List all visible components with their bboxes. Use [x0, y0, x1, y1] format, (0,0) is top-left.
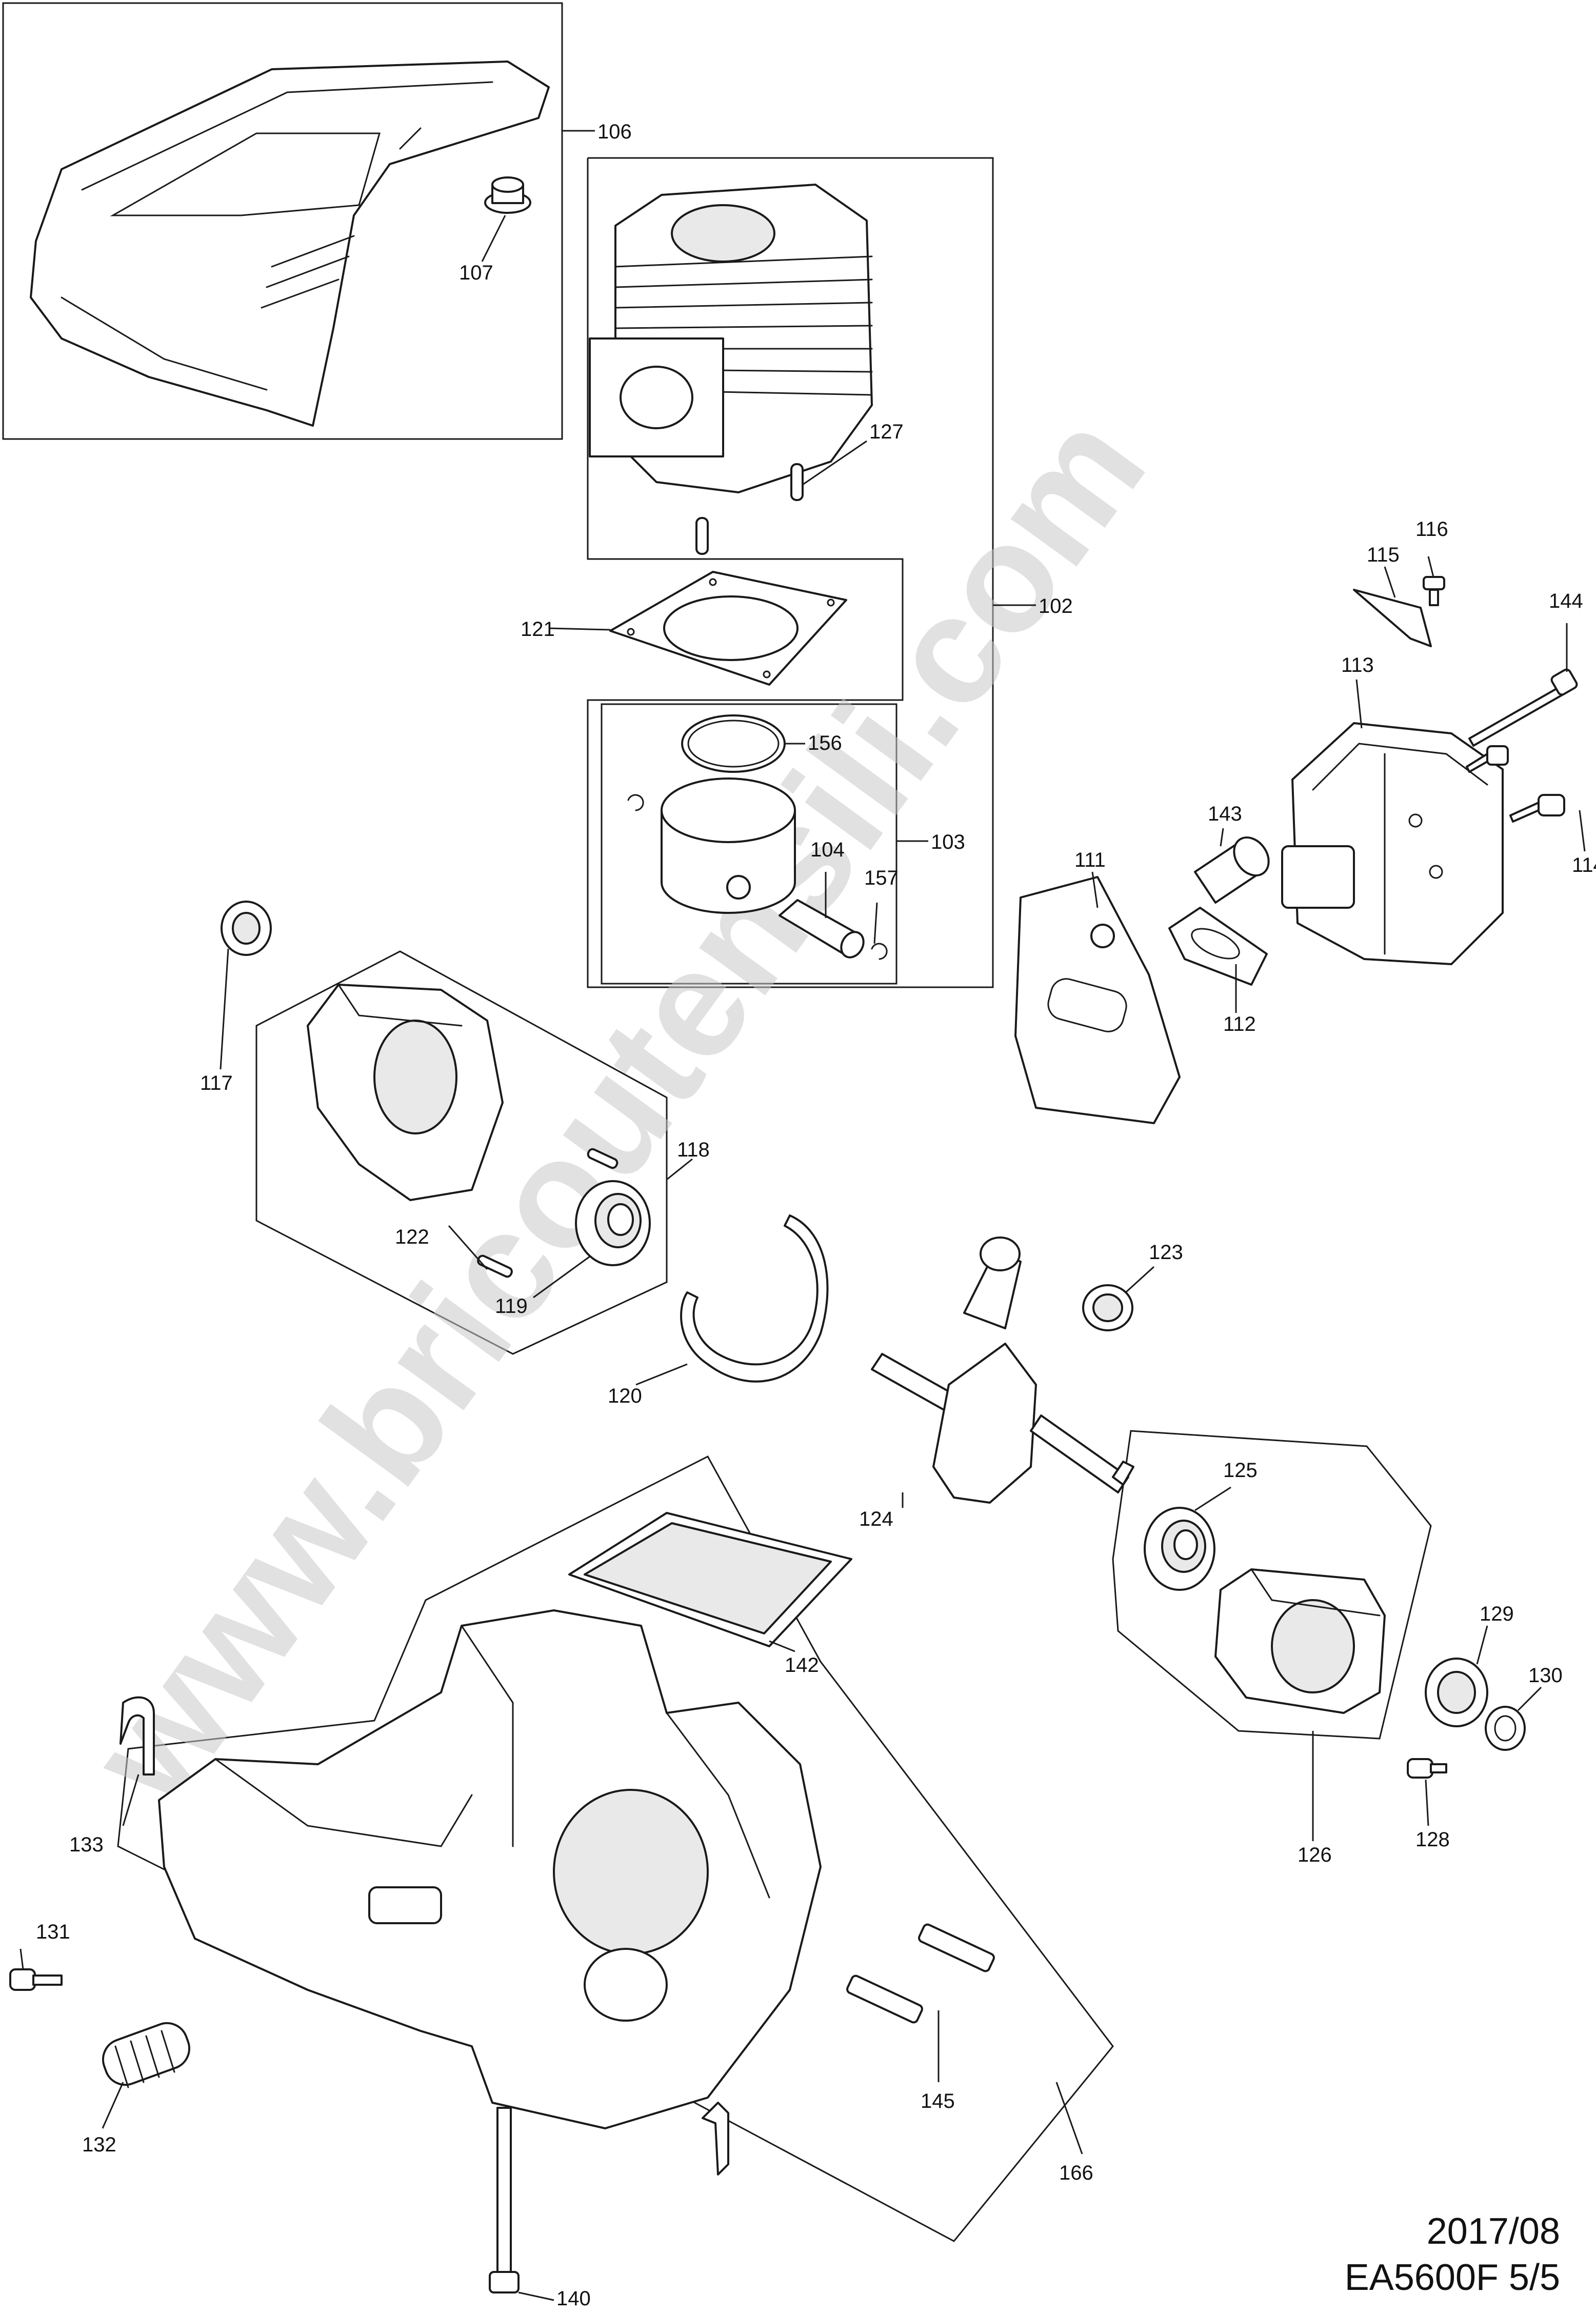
callout-127: 127 — [869, 421, 904, 443]
callout-117: 117 — [200, 1072, 233, 1094]
callout-144: 144 — [1549, 590, 1583, 612]
top-cover-frame — [2, 2, 563, 440]
dowel-pin — [790, 463, 804, 501]
watermark-text: www.bricoutensili.com — [55, 383, 1177, 1837]
callout-129: 129 — [1480, 1603, 1514, 1625]
callout-103: 103 — [931, 831, 965, 853]
callout-121: 121 — [521, 618, 555, 641]
housing-screw-131 — [9, 1968, 63, 1991]
crankcase-oil-seal — [221, 901, 272, 956]
callout-125: 125 — [1223, 1459, 1258, 1482]
callout-114: 114 — [1572, 854, 1596, 876]
bearing-housing — [1214, 1568, 1386, 1714]
cylinder-base-gasket — [609, 571, 847, 686]
callout-107: 107 — [459, 262, 493, 284]
callout-115: 115 — [1367, 544, 1400, 566]
callout-112: 112 — [1223, 1013, 1256, 1035]
housing-clip — [119, 1696, 155, 1776]
housing-oil-seal — [1425, 1658, 1488, 1727]
crankcase-half — [307, 984, 504, 1201]
footer-date: 2017/08 — [1426, 2211, 1560, 2252]
crankcase-ball-bearing — [575, 1180, 651, 1266]
top-cover — [30, 61, 550, 427]
callout-132: 132 — [82, 2133, 116, 2156]
leader-lines — [19, 130, 1586, 2301]
callout-140: 140 — [556, 2287, 591, 2310]
callout-130: 130 — [1528, 1664, 1563, 1687]
callout-145: 145 — [921, 2090, 955, 2112]
callout-106: 106 — [597, 121, 632, 143]
shaft-collar — [1485, 1706, 1526, 1751]
retaining-clip — [680, 1214, 829, 1383]
callout-104: 104 — [810, 839, 845, 861]
callout-119: 119 — [495, 1295, 528, 1318]
muffler-screw — [1509, 794, 1565, 823]
piston-pin-clip — [627, 794, 644, 811]
dowel-pin-2 — [695, 517, 709, 555]
housing-screw — [1407, 1758, 1447, 1779]
callout-157: 157 — [864, 867, 899, 889]
callout-156: 156 — [808, 732, 842, 754]
callout-102: 102 — [1039, 595, 1073, 617]
callout-122: 122 — [395, 1226, 429, 1248]
crankcase-pin-2 — [587, 1148, 619, 1169]
crankshaft — [871, 1236, 1134, 1504]
piston — [661, 777, 796, 914]
crankcase-half-frame — [255, 950, 668, 1355]
housing-clip-2 — [702, 2102, 729, 2176]
muffler-gasket — [1168, 907, 1268, 986]
callout-116: 116 — [1415, 518, 1448, 541]
main-housing — [158, 1609, 822, 2129]
muffler — [1281, 722, 1504, 965]
callout-128: 128 — [1415, 1828, 1450, 1851]
bar-stud — [846, 1923, 995, 2024]
piston-ring — [681, 714, 786, 773]
needle-bearing — [1082, 1284, 1133, 1331]
callout-131: 131 — [36, 1921, 70, 1943]
cylinder — [589, 184, 873, 493]
callout-124: 124 — [859, 1508, 893, 1530]
heat-shield — [1014, 876, 1181, 1124]
callout-118: 118 — [677, 1139, 710, 1161]
callout-120: 120 — [608, 1385, 642, 1407]
anti-vibration-spring — [102, 2022, 190, 2088]
bearing-housing-frame — [1112, 1430, 1432, 1740]
crankcase-gasket — [568, 1512, 852, 1647]
footer-model-page: EA5600F 5/5 — [1344, 2257, 1560, 2298]
callout-111: 111 — [1074, 849, 1106, 871]
piston-pin — [779, 899, 865, 959]
callout-133: 133 — [69, 1833, 104, 1856]
muffler-short-screw — [1466, 745, 1509, 773]
callout-166: 166 — [1059, 2162, 1093, 2184]
long-screw — [489, 2107, 520, 2293]
cover-grommet — [484, 176, 531, 214]
muffler-plate — [1353, 589, 1432, 647]
muffler-long-bolt — [1468, 668, 1578, 747]
callout-142: 142 — [785, 1654, 819, 1677]
muffler-spacer — [1194, 836, 1270, 904]
callout-123: 123 — [1149, 1241, 1183, 1264]
plate-screw — [1423, 576, 1445, 606]
main-ball-bearing — [1144, 1507, 1215, 1591]
piston-pin-clip-2 — [871, 943, 888, 960]
callout-113: 113 — [1341, 654, 1374, 676]
callout-126: 126 — [1298, 1844, 1332, 1866]
piston-kit-frame — [601, 703, 897, 985]
cylinder-assembly-frame — [587, 157, 994, 988]
callout-143: 143 — [1208, 803, 1242, 825]
